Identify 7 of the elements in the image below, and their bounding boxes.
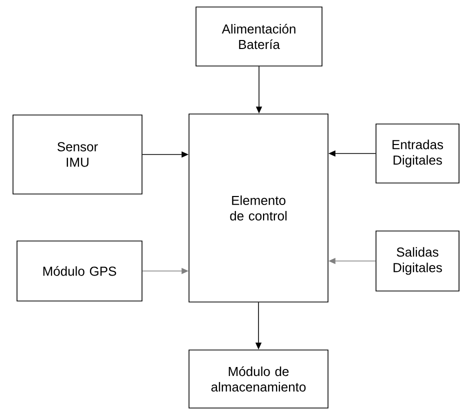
block-box: Salidas Digitales xyxy=(376,230,460,292)
block-box: Módulo de almacenamiento xyxy=(188,350,328,408)
block-box: Sensor IMU xyxy=(12,114,142,194)
block-box: Módulo GPS xyxy=(16,240,142,302)
block-box: Entradas Digitales xyxy=(376,124,460,184)
control-box: Elemento de control xyxy=(188,114,328,302)
block-box: Alimentación Batería xyxy=(196,6,322,66)
